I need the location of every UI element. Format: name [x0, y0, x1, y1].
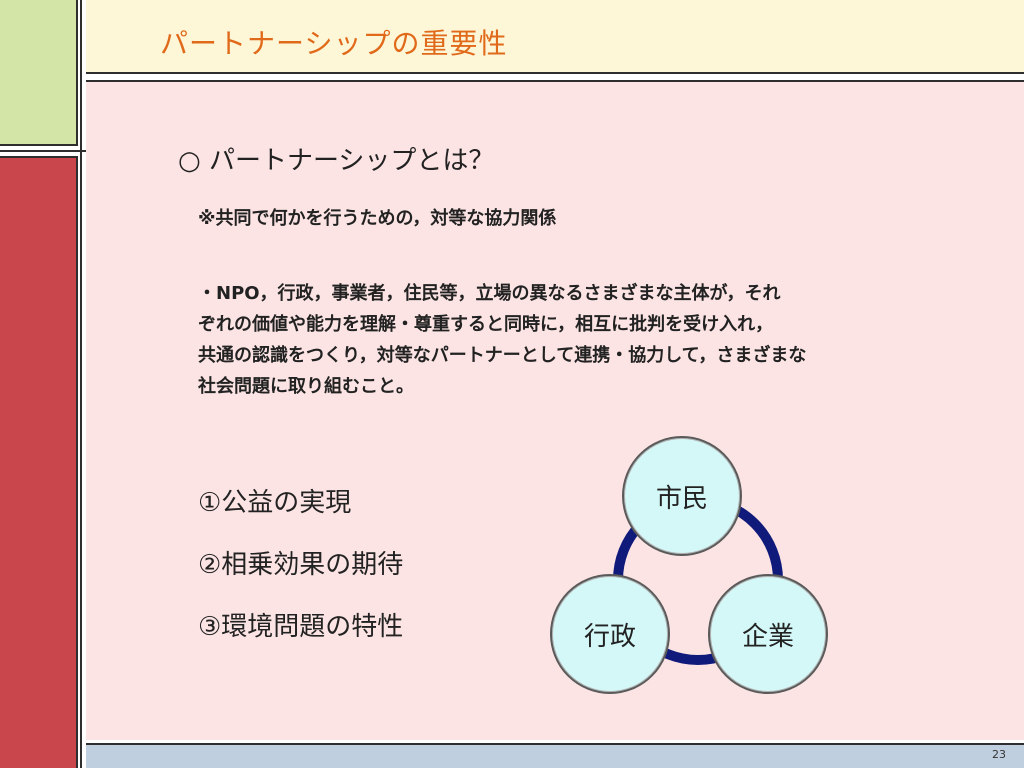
title-band [86, 0, 1024, 74]
point-item: ①公益の実現 [198, 488, 352, 518]
node-citizens: 市民 [622, 436, 742, 556]
node-government: 行政 [550, 574, 670, 694]
paragraph-line: 社会問題に取り組むこと。 [198, 376, 414, 397]
paragraph-line: 共通の認識をつくり，対等なパートナーとして連携・協力して，さまざまな [198, 345, 807, 366]
footer-band [86, 743, 1024, 768]
definition-paragraph: ・NPO，行政，事業者，住民等，立場の異なるさまざまな主体が，それ ぞれの価値や… [198, 278, 978, 402]
point-item: ③環境問題の特性 [198, 612, 404, 642]
partnership-diagram: 市民 行政 企業 [540, 432, 840, 702]
slide-title: パートナーシップの重要性 [160, 27, 508, 60]
definition-note: ※共同で何かを行うための，対等な協力関係 [198, 208, 557, 229]
red-decor-block [0, 156, 78, 768]
green-decor-block [0, 0, 78, 146]
node-business: 企業 [708, 574, 828, 694]
page-number: 23 [992, 748, 1006, 761]
paragraph-line: ぞれの価値や能力を理解・尊重すると同時に，相互に批判を受け入れ， [198, 314, 774, 335]
vertical-divider [80, 0, 82, 768]
paragraph-line: ・NPO，行政，事業者，住民等，立場の異なるさまざまな主体が，それ [198, 283, 781, 304]
point-item: ②相乗効果の期待 [198, 550, 404, 580]
section-heading: ○ パートナーシップとは？ [178, 146, 495, 176]
